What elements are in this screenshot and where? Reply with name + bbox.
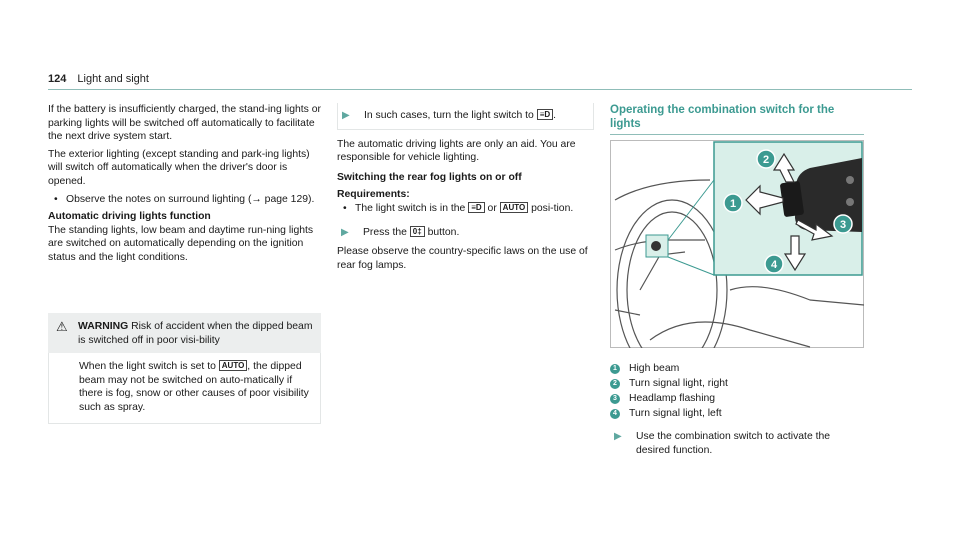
action-text: Use the combination switch to activate t… [636, 431, 831, 456]
action-arrow-icon: ▶ [341, 226, 349, 238]
stalk-illustration [780, 158, 862, 232]
warning-title: Risk of accident when the dipped beam is… [78, 321, 313, 346]
requirements-label: Requirements: [337, 189, 410, 201]
paragraph: Please observe the country-specific laws… [337, 246, 588, 271]
figure-illustration: 1 2 3 4 [610, 140, 865, 381]
section-title: Operating the combination switch for the… [610, 104, 835, 130]
page-number: 124 [48, 73, 67, 85]
bullet-icon: • [54, 193, 58, 205]
bullet-text: Observe the notes on surround lighting (… [66, 193, 315, 205]
rear-fog-symbol-icon: 0‡ [409, 225, 425, 237]
paragraph: The automatic driving lights are only an… [337, 138, 576, 164]
header-rule [48, 89, 912, 90]
callout-2: 2 [763, 154, 769, 166]
warning-triangle-icon: ⚠ [56, 319, 68, 334]
action-step: ▶ Press the 0‡ button. [337, 225, 594, 240]
warning-header: ⚠ WARNING Risk of accident when the dipp… [48, 313, 321, 354]
action-arrow-icon: ▶ [342, 110, 350, 121]
subheading: Switching the rear fog lights on or off [337, 171, 522, 183]
list-item: • The light switch is in the ≡D or AUTO … [337, 201, 594, 216]
list-item: • Observe the notes on surround lighting… [48, 193, 321, 207]
warning-body: When the light switch is set to AUTO, th… [48, 353, 321, 424]
column-2: ▶ In such cases, turn the light switch t… [337, 103, 594, 276]
bullet-icon: • [343, 202, 347, 214]
section-rule [610, 134, 864, 135]
action-arrow-icon: ▶ [614, 431, 622, 442]
low-beam-symbol-icon: ≡D [536, 109, 554, 120]
header-section: Light and sight [77, 73, 149, 85]
paragraph: The exterior lighting (except standing a… [48, 148, 310, 187]
page-header: 124 Light and sight [48, 73, 149, 85]
callout-3: 3 [840, 219, 846, 231]
callout-4: 4 [771, 259, 778, 271]
low-beam-symbol-icon: ≡D [468, 201, 485, 213]
paragraph: If the battery is insufficiently charged… [48, 104, 321, 143]
auto-symbol-icon: AUTO [218, 360, 248, 372]
action-step: ▶ In such cases, turn the light switch t… [337, 103, 594, 130]
callout-1: 1 [730, 198, 736, 210]
auto-symbol-icon: AUTO [499, 201, 529, 213]
subheading: Automatic driving lights function [48, 211, 211, 223]
action-step: ▶ Use the combination switch to activate… [610, 430, 864, 457]
combination-switch-figure: 1 2 3 4 [610, 140, 865, 381]
column-1: If the battery is insufficiently charged… [48, 103, 321, 269]
warning-box: ⚠ WARNING Risk of accident when the dipp… [48, 313, 321, 429]
paragraph: The standing lights, low beam and daytim… [48, 224, 314, 263]
warning-label: WARNING [78, 321, 129, 332]
